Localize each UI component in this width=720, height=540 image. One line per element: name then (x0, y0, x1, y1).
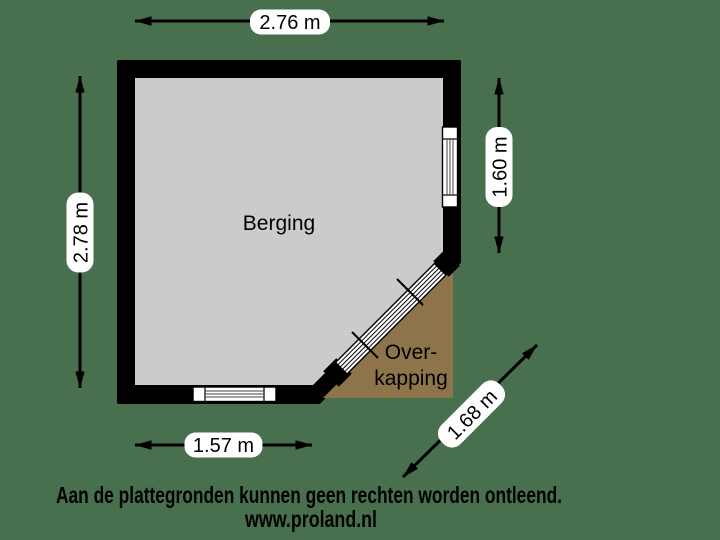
dimension-bottom: 1.57 m (134, 432, 313, 458)
room-label-berging: Berging (243, 212, 315, 235)
door-glazing-line (337, 265, 438, 366)
dimension-label (184, 432, 263, 458)
wall-cap-top (433, 250, 460, 277)
dimension-label (250, 9, 330, 35)
dimension-top: 2.76 m (134, 9, 445, 35)
floorplan (117, 60, 461, 404)
dimension-right: 1.60 m (485, 77, 513, 254)
door-glazing-line (342, 270, 442, 370)
door-tick-mark (351, 331, 379, 359)
dimension-label (485, 127, 513, 207)
disclaimer-text: Aan de plattegronden kunnen geen rechten… (56, 482, 562, 508)
room-label-overkapping-line2: kapping (374, 367, 448, 390)
dimension-label (66, 192, 94, 273)
berging-floor (135, 78, 443, 385)
dimension-value: 1.57 m (193, 435, 254, 457)
diagonal-sliding-door (334, 262, 447, 375)
room-label-overkapping-line1: Over- (385, 341, 438, 364)
window-bottom (192, 386, 277, 403)
dimension-left: 2.78 m (66, 75, 94, 389)
dimension-value: 2.78 m (71, 202, 93, 263)
dimension-label (437, 380, 506, 448)
dimension-value: 1.60 m (490, 136, 512, 197)
door-tick-mark (396, 278, 424, 306)
door-glazing-line (344, 272, 445, 373)
door-glazing-line (339, 267, 440, 368)
dimension-value: 2.76 m (259, 12, 320, 34)
website-text: www.proland.nl (244, 506, 377, 532)
door-frame (334, 262, 447, 375)
window-right (441, 126, 459, 208)
